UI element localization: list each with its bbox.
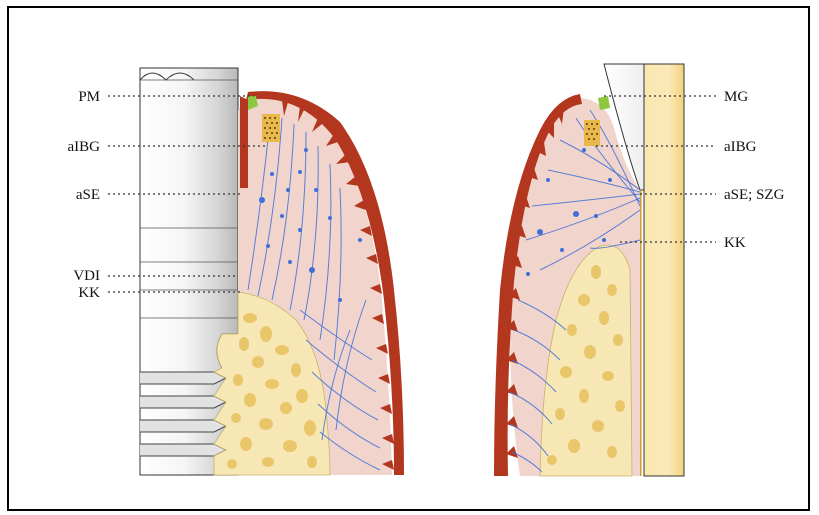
label-mg: MG [724, 89, 748, 105]
tooth-aibg-zone [584, 120, 600, 146]
left-labels: PM aIBG aSE VDI KK [68, 89, 101, 301]
tooth-plaque [598, 96, 610, 110]
label-aibg-right: aIBG [724, 139, 757, 155]
right-labels: MG aIBG aSE; SZG KK [724, 89, 785, 251]
tooth-panel [494, 64, 684, 476]
implant-aibg-zone [262, 114, 280, 142]
label-pm: PM [78, 89, 100, 105]
label-kk-left: KK [78, 285, 100, 301]
label-vdi: VDI [73, 268, 100, 284]
implant-panel [140, 68, 404, 475]
label-ase-szg: aSE; SZG [724, 187, 785, 203]
label-aibg-left: aIBG [68, 139, 101, 155]
label-kk-right: KK [724, 235, 746, 251]
label-ase-left: aSE [76, 187, 100, 203]
tooth-root [644, 64, 684, 476]
